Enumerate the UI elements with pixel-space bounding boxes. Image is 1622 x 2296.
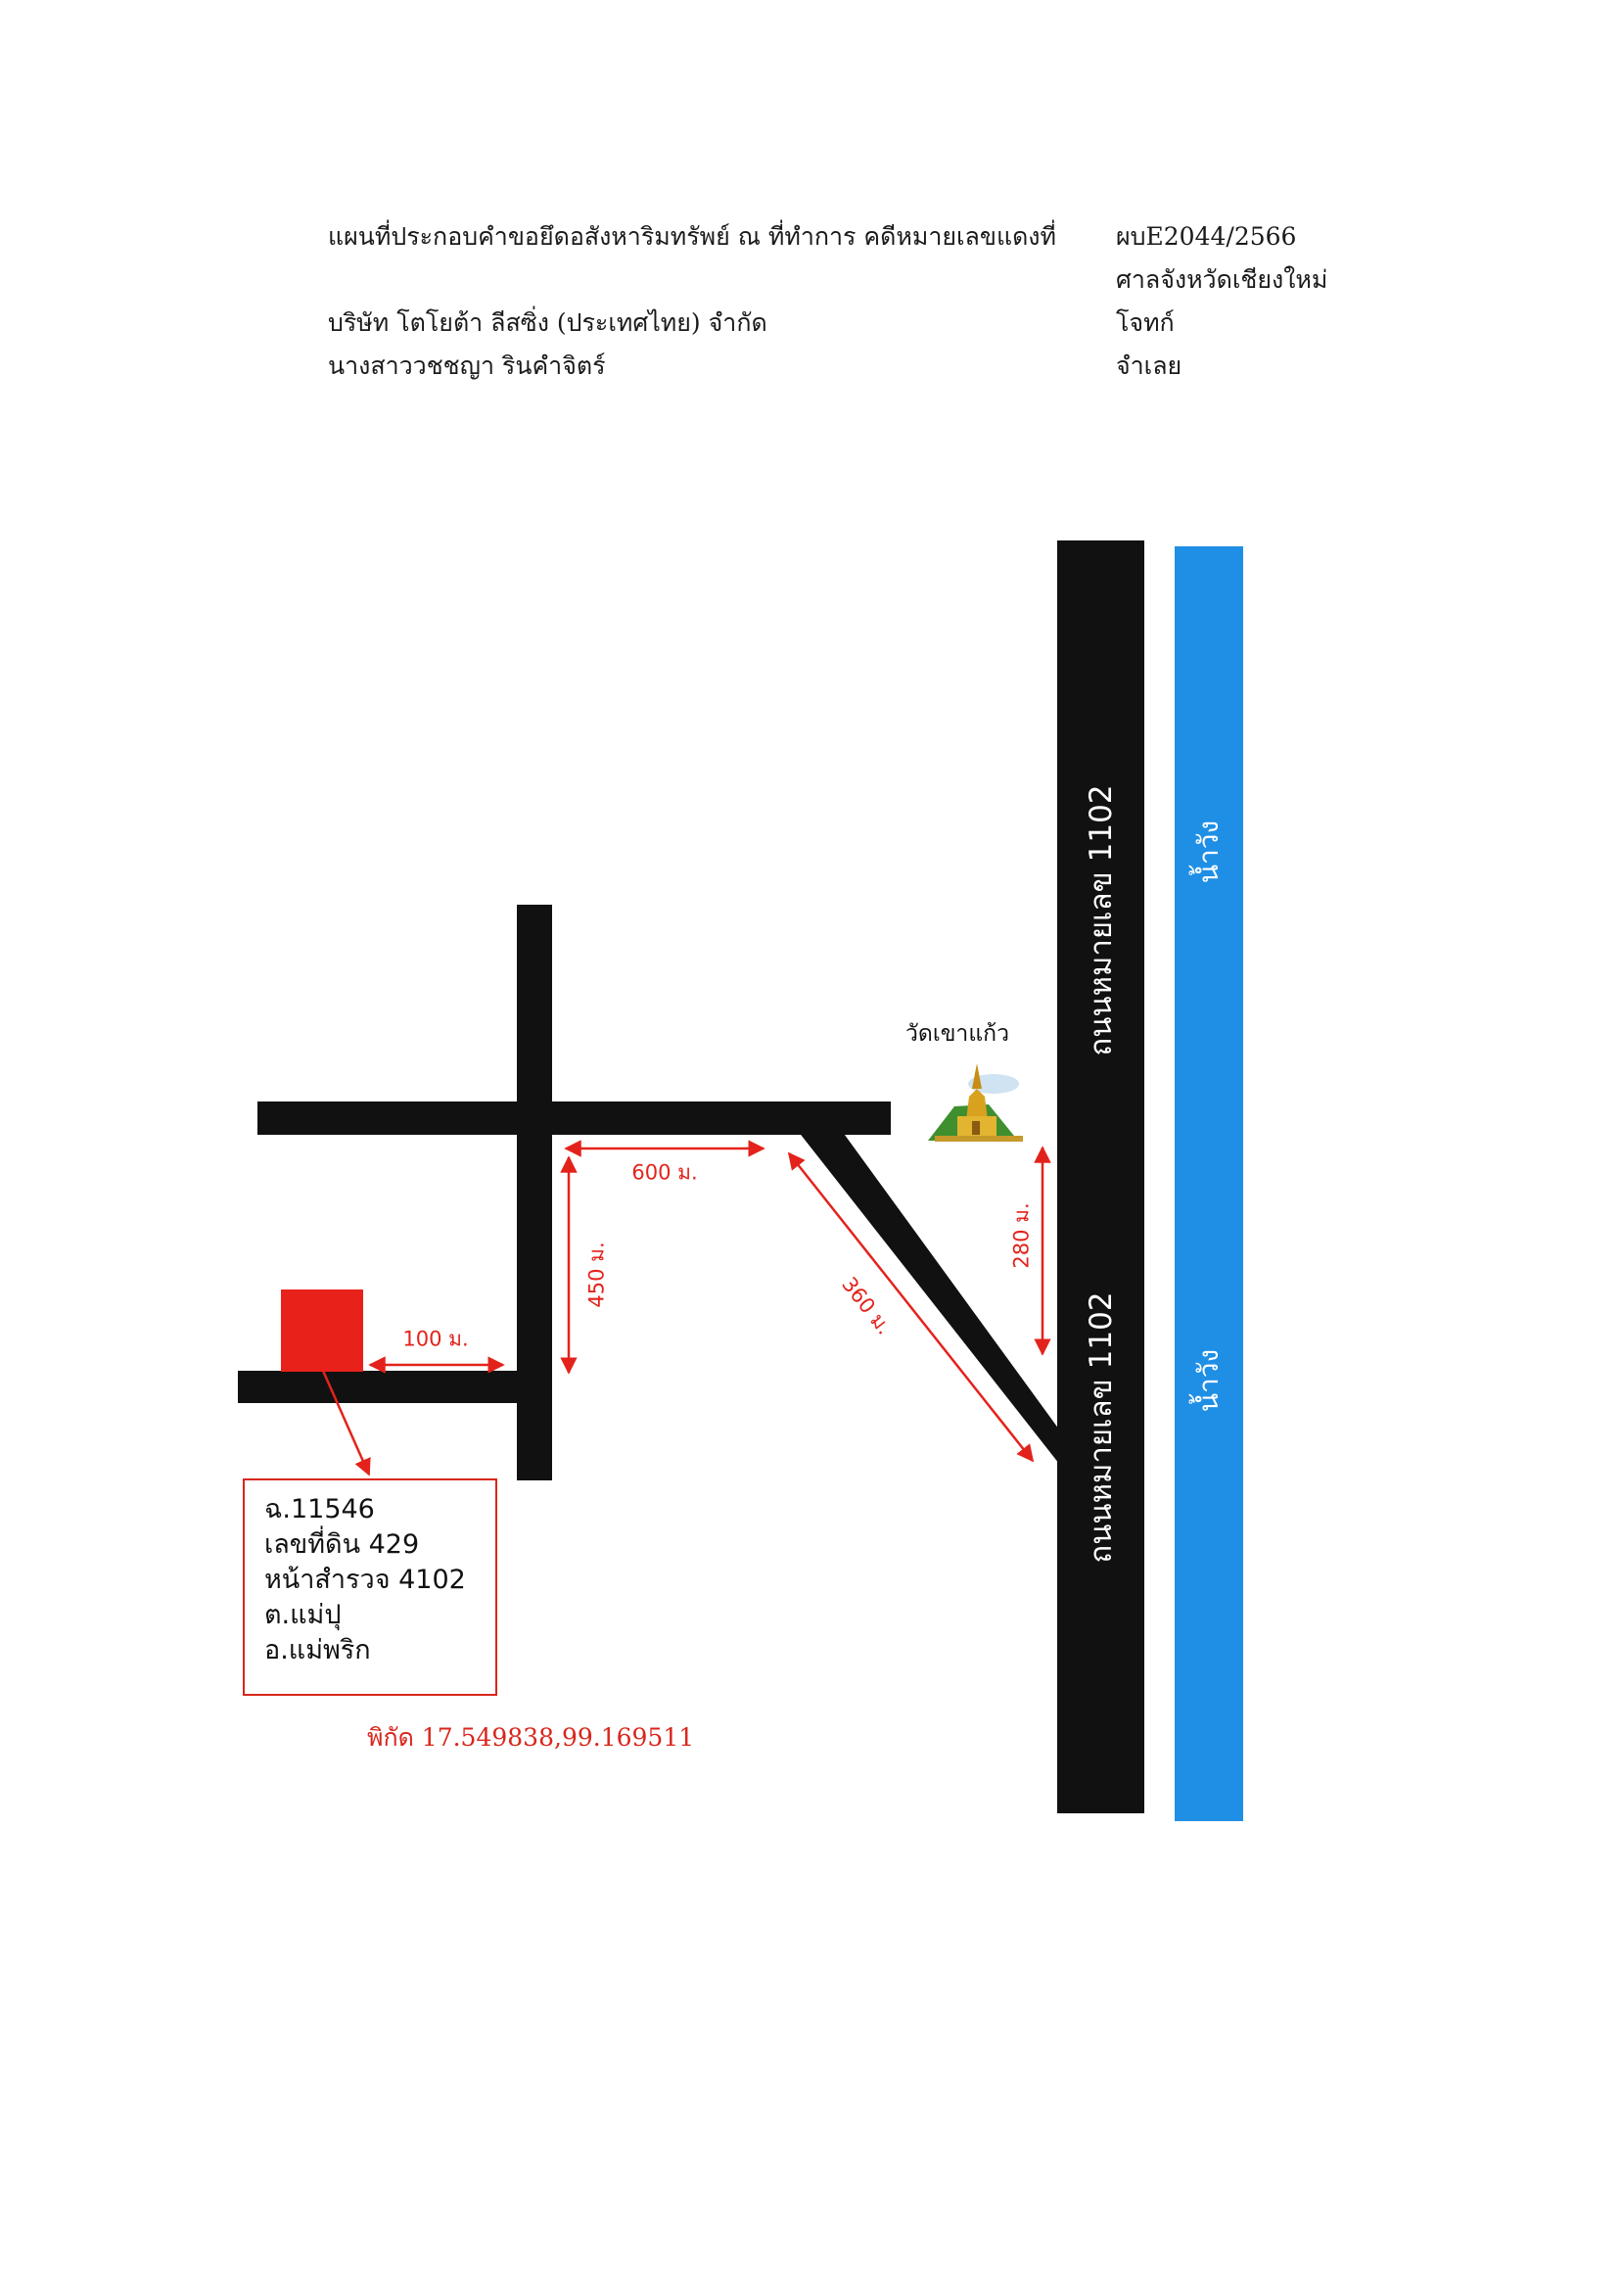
road-label-1102-bottom: ถนนหมายเลข 1102 xyxy=(1084,1291,1119,1564)
wang-river xyxy=(1175,546,1243,1821)
header-plaintiff-role: โจทก์ xyxy=(1116,308,1175,337)
header-case-number: ผบE2044/2566 xyxy=(1116,222,1297,251)
diagonal-road xyxy=(798,1131,1059,1464)
road-label-1102-top: ถนนหมายเลข 1102 xyxy=(1084,784,1119,1056)
land-plot-marker xyxy=(281,1289,363,1372)
header-plaintiff-name: บริษัท โตโยต้า ลีสซิ่ง (ประเทศไทย) จำกัด xyxy=(328,308,767,337)
river-label-top: น้ำวัง xyxy=(1192,820,1225,884)
header-defendant-role: จำเลย xyxy=(1116,351,1182,380)
river-label-bottom: น้ำวัง xyxy=(1192,1348,1225,1413)
header-defendant-name: นางสาววชชญา รินคำจิตร์ xyxy=(328,351,606,380)
temple-label: วัดเขาแก้ว xyxy=(905,1021,1010,1047)
plot-leader-arrow xyxy=(321,1370,371,1476)
header-case-description: แผนที่ประกอบคำขอยึดอสังหาริมทรัพย์ ณ ที่… xyxy=(328,222,1056,251)
highway-1102-road xyxy=(1057,540,1144,1813)
distance-label-100m: 100 ม. xyxy=(402,1327,469,1351)
horizontal-road-upper xyxy=(257,1101,891,1135)
plot-district: อ.แม่พริก xyxy=(264,1635,371,1665)
plot-coordinates: พิกัด 17.549838,99.169511 xyxy=(367,1723,695,1752)
vertical-road-local xyxy=(517,905,552,1480)
plot-title-deed: ฉ.11546 xyxy=(264,1494,375,1524)
plot-survey-page: หน้าสำรวจ 4102 xyxy=(264,1565,466,1595)
distance-label-600m: 600 ม. xyxy=(631,1160,698,1185)
arrow-360m xyxy=(787,1151,1035,1463)
plot-subdistrict: ต.แม่ปุ xyxy=(264,1600,342,1630)
distance-label-450m: 450 ม. xyxy=(584,1242,609,1308)
plot-info-box: ฉ.11546 เลขที่ดิน 429 หน้าสำรวจ 4102 ต.แ… xyxy=(243,1478,497,1696)
plot-land-number: เลขที่ดิน 429 xyxy=(264,1529,420,1560)
temple-pagoda-icon xyxy=(928,1063,1023,1142)
horizontal-road-lower xyxy=(238,1371,517,1403)
header-court-name: ศาลจังหวัดเชียงใหม่ xyxy=(1116,265,1328,294)
distance-label-280m: 280 ม. xyxy=(1009,1202,1034,1269)
